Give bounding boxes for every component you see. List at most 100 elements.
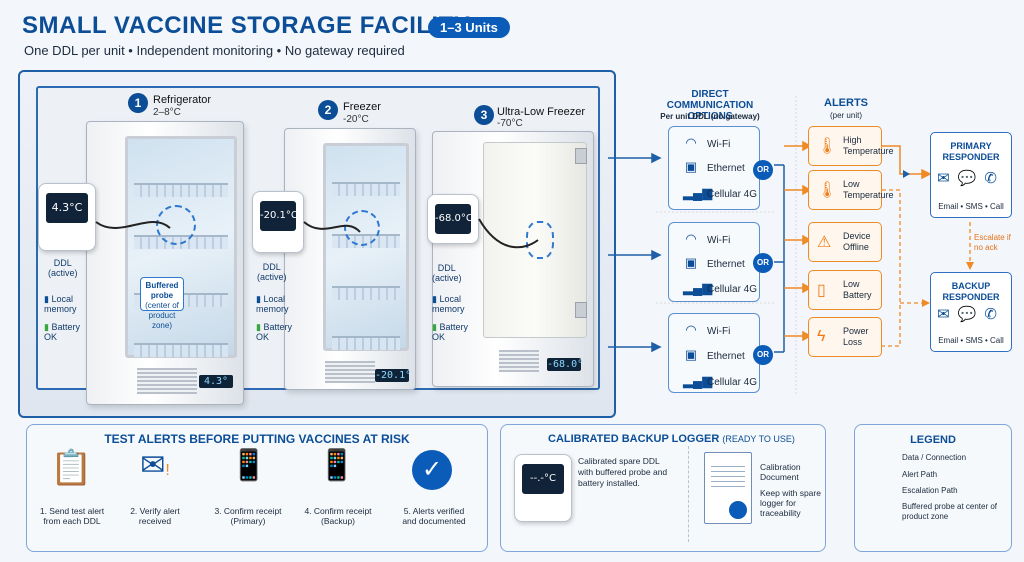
primary-responder: PRIMARY RESPONDER ✉💬✆ Email • SMS • Call — [930, 132, 1012, 218]
unit-2-name: Freezer — [343, 101, 381, 113]
unit-3-name: Ultra-Low Freezer — [497, 106, 586, 118]
or-badge-3: OR — [753, 345, 773, 365]
ddl-1-memory: ▮ Local memory — [44, 294, 77, 314]
checklist-icon: 📋 — [50, 449, 93, 487]
refrigerator-display: 4.3° — [199, 375, 233, 388]
backup-logger-heading: CALIBRATED BACKUP LOGGER (READY TO USE) — [548, 433, 795, 445]
comm-heading: DIRECT COMMUNICATION OPTIONS — [666, 89, 754, 122]
seal-icon — [729, 501, 747, 519]
page-subtitle: One DDL per unit • Independent monitorin… — [24, 43, 405, 58]
ddl-1-label: DDL(active) — [48, 258, 78, 278]
panel-divider — [688, 446, 689, 542]
refrigerator-probe-zone — [156, 205, 196, 245]
freezer-glass-door — [323, 143, 409, 351]
ddl-1-screen: 4.3°C — [46, 193, 88, 223]
test-step-4: 4. Confirm receipt (Backup) — [304, 506, 372, 526]
legend-alert-path: Alert Path — [902, 470, 938, 479]
battery-icon: ▮ — [256, 322, 261, 332]
power-icon: ϟ — [817, 328, 826, 345]
probe-callout-note: (center of product zone) — [145, 301, 179, 330]
or-badge-1: OR — [753, 160, 773, 180]
calibration-doc-title: Calibration Document — [760, 462, 801, 482]
wifi-off-icon: ⚠ — [817, 234, 832, 251]
ethernet-icon: ▣ — [684, 159, 698, 174]
battery-icon: ▮ — [44, 322, 49, 332]
spare-logger-text: Calibrated spare DDL with buffered probe… — [578, 456, 668, 488]
legend-data-connection: Data / Connection — [902, 453, 967, 462]
ddl-3-memory: ▮ Local memory — [432, 294, 465, 314]
ddl-3-screen: -68.0°C — [435, 204, 473, 234]
refrigerator-glass-door — [125, 136, 237, 358]
legend-panel — [854, 424, 1012, 552]
ddl-2-device: -20.1°C — [252, 191, 304, 253]
phone-message-icon: 📱 — [230, 449, 268, 482]
unit-count-badge: 1–3 Units — [428, 17, 510, 38]
refrigerator: 4.3° — [86, 121, 244, 405]
ultra-low-freezer: -68.0° — [432, 131, 594, 387]
unit-2-number: 2 — [318, 100, 338, 120]
alert-low-temperature: 🌡Low Temperature — [808, 170, 894, 210]
phone-icon: ✆ — [984, 170, 1005, 187]
legend-escalation-path: Escalation Path — [902, 486, 958, 495]
alerts-heading: ALERTS — [824, 97, 868, 109]
unit-1-range: 2–8°C — [153, 107, 181, 118]
test-step-1: 1. Send test alert from each DDL — [39, 506, 105, 526]
alert-message-icon: ✉! — [140, 449, 170, 482]
spare-ddl-screen: --.-°C — [522, 464, 564, 494]
ddl-2-screen: -20.1°C — [260, 201, 298, 231]
check-circle-icon: ✓ — [412, 450, 452, 490]
probe-callout: Buffered probe (center of product zone) — [140, 277, 184, 330]
sms-icon: 💬 — [957, 306, 985, 323]
ult-probe-zone — [526, 221, 554, 259]
probe-callout-title: Buffered probe — [145, 281, 179, 300]
cellular-icon: ▂▄▆ — [683, 373, 713, 388]
legend-heading: LEGEND — [910, 434, 956, 446]
ethernet-icon: ▣ — [684, 255, 698, 270]
wifi-icon: ◠ — [685, 231, 697, 246]
ddl-3-label: DDL(active) — [432, 263, 462, 283]
unit-1-name: Refrigerator — [153, 94, 212, 106]
refrigerator-vent — [137, 368, 197, 394]
freezer-probe-zone — [344, 210, 380, 246]
test-step-2: 2. Verify alert received — [130, 506, 180, 526]
comm-options-unit-1: ◠Wi-Fi ▣Ethernet ▂▄▆Cellular 4G — [668, 126, 760, 210]
backup-responder: BACKUP RESPONDER ✉💬✆ Email • SMS • Call — [930, 272, 1012, 352]
email-icon: ✉ — [937, 306, 958, 323]
ddl-2-label: DDL(active) — [257, 262, 287, 282]
alert-high-temperature: 🌡High Temperature — [808, 126, 894, 166]
calibration-doc-text: Keep with spare logger for traceability — [760, 488, 821, 518]
ult-vent — [499, 350, 539, 372]
alerts-subheading: (per unit) — [829, 111, 862, 120]
comm-subheading: Per unit DDL (no gateway) — [660, 112, 760, 121]
memory-icon: ▮ — [44, 294, 49, 304]
unit-2-range: -20°C — [343, 114, 369, 125]
test-alerts-panel — [26, 424, 488, 552]
cellular-icon: ▂▄▆ — [683, 280, 713, 295]
thermometer-low-icon: 🌡 — [817, 182, 838, 199]
memory-icon: ▮ — [256, 294, 261, 304]
escalate-label: Escalate if no ack — [974, 233, 1011, 252]
ult-hinge-top — [575, 148, 587, 164]
memory-icon: ▮ — [432, 294, 437, 304]
unit-1-number: 1 — [128, 93, 148, 113]
unit-3-number: 3 — [474, 105, 494, 125]
comm-options-unit-2: ◠Wi-Fi ▣Ethernet ▂▄▆Cellular 4G — [668, 222, 760, 302]
freezer: -20.1° — [284, 128, 416, 390]
ult-display: -68.0° — [547, 358, 584, 371]
ddl-2-battery: ▮ Battery OK — [256, 322, 292, 342]
freezer-vent — [325, 361, 375, 383]
email-icon: ✉ — [937, 170, 958, 187]
page-title: SMALL VACCINE STORAGE FACILITY — [22, 12, 471, 39]
ddl-3-device: -68.0°C — [427, 194, 479, 244]
freezer-display: -20.1° — [375, 369, 412, 382]
wifi-icon: ◠ — [685, 135, 697, 150]
phone-message-icon: 📱 — [318, 449, 356, 482]
ult-hinge-bottom — [575, 302, 587, 318]
alert-low-battery: ▯Low Battery — [808, 270, 882, 310]
test-step-5: 5. Alerts verified and documented — [402, 506, 466, 526]
thermometer-high-icon: 🌡 — [817, 138, 838, 155]
or-badge-2: OR — [753, 253, 773, 273]
ddl-1-battery: ▮ Battery OK — [44, 322, 80, 342]
ddl-3-battery: ▮ Battery OK — [432, 322, 468, 342]
